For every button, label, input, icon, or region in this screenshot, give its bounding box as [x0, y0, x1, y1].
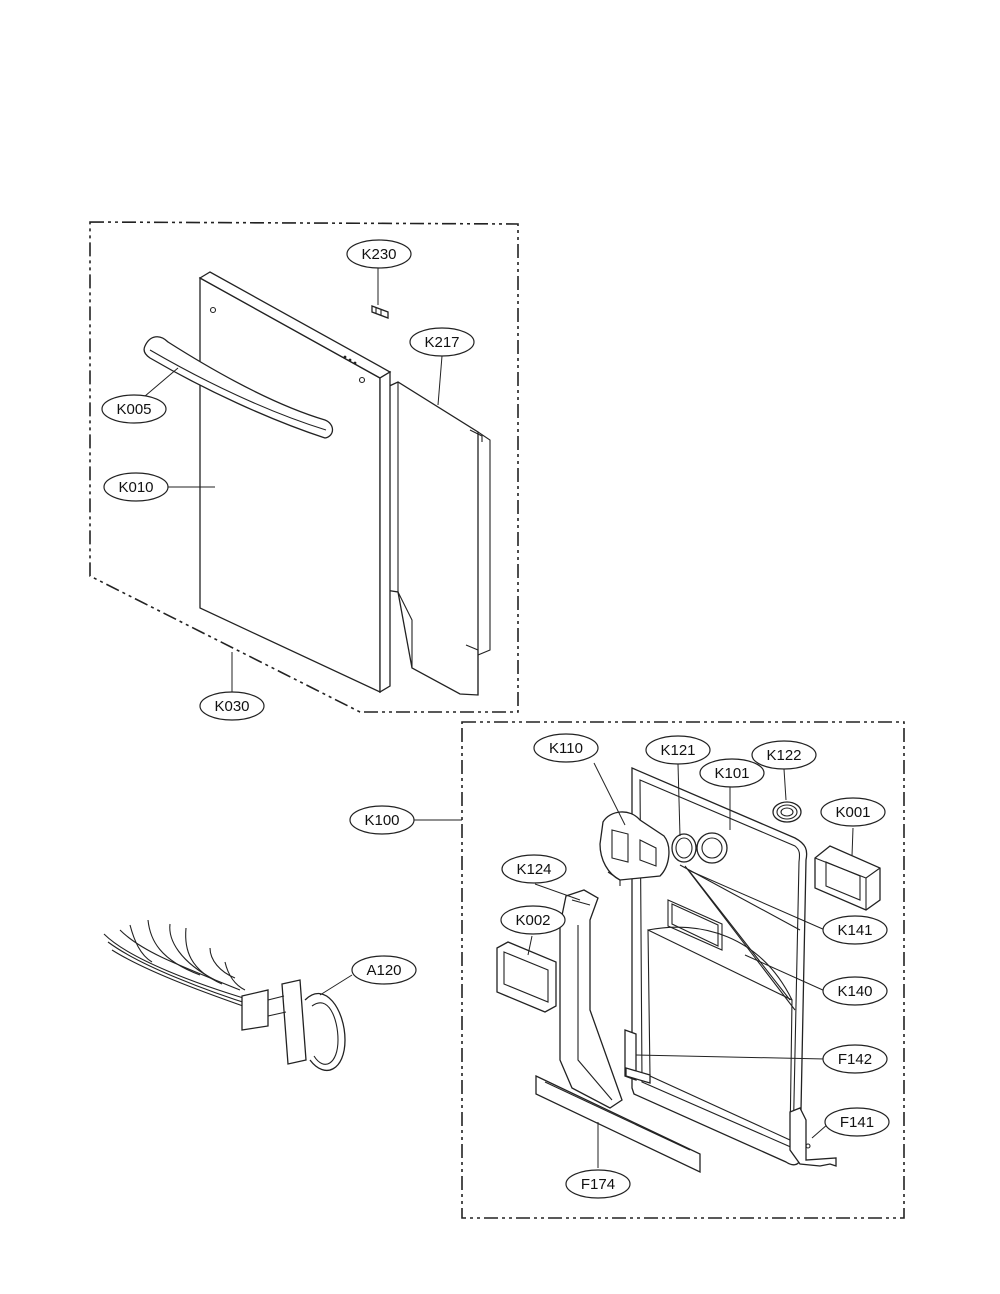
callout-k124[interactable]: K124 [501, 854, 567, 884]
callout-label: K002 [515, 912, 550, 929]
callout-k122[interactable]: K122 [751, 740, 817, 770]
callout-k002[interactable]: K002 [500, 905, 566, 935]
callout-label: F141 [840, 1114, 874, 1131]
callout-label: K121 [660, 742, 695, 759]
callout-f142[interactable]: F142 [822, 1044, 888, 1074]
callout-k100[interactable]: K100 [349, 805, 415, 835]
door-hinge [789, 1107, 837, 1167]
callout-label: K100 [364, 812, 399, 829]
callout-label: A120 [366, 962, 401, 979]
door-assembly-group-border [89, 221, 519, 713]
bottom-trim-strip [535, 1074, 701, 1174]
callout-label: K124 [516, 861, 551, 878]
callout-k110[interactable]: K110 [533, 733, 599, 763]
front-door-panel [198, 271, 392, 694]
door-handle [143, 336, 334, 439]
callout-k217[interactable]: K217 [409, 327, 475, 357]
vent-module [814, 845, 881, 911]
callout-label: K230 [361, 246, 396, 263]
callout-a120[interactable]: A120 [351, 955, 417, 985]
callout-label: K217 [424, 334, 459, 351]
callout-label: K122 [766, 747, 801, 764]
callout-k001[interactable]: K001 [820, 797, 886, 827]
callout-label: K101 [714, 765, 749, 782]
callout-k101[interactable]: K101 [699, 758, 765, 788]
wire-harness [103, 919, 346, 1072]
inner-door-panel [384, 381, 491, 696]
callout-f141[interactable]: F141 [824, 1107, 890, 1137]
small-clip-part [371, 305, 389, 319]
callout-k005[interactable]: K005 [101, 394, 167, 424]
rinse-grommet [772, 801, 802, 823]
callout-label: K110 [549, 740, 583, 757]
callout-f174[interactable]: F174 [565, 1169, 631, 1199]
callout-label: K140 [837, 983, 872, 1000]
callout-k121[interactable]: K121 [645, 735, 711, 765]
callout-label: K001 [835, 804, 870, 821]
callout-k140[interactable]: K140 [822, 976, 888, 1006]
callout-k141[interactable]: K141 [822, 915, 888, 945]
callout-label: F142 [838, 1051, 872, 1068]
air-duct [559, 889, 623, 1109]
callout-k030[interactable]: K030 [199, 691, 265, 721]
callout-label: K141 [837, 922, 872, 939]
detergent-dispenser [599, 811, 670, 886]
duct-gasket [496, 941, 557, 1013]
callout-label: K010 [118, 479, 153, 496]
callout-k230[interactable]: K230 [346, 239, 412, 269]
callout-label: K030 [214, 698, 249, 715]
callout-k010[interactable]: K010 [103, 472, 169, 502]
callout-label: K005 [116, 401, 151, 418]
callout-label: F174 [581, 1176, 615, 1193]
inner-door-group-border [461, 721, 905, 1219]
